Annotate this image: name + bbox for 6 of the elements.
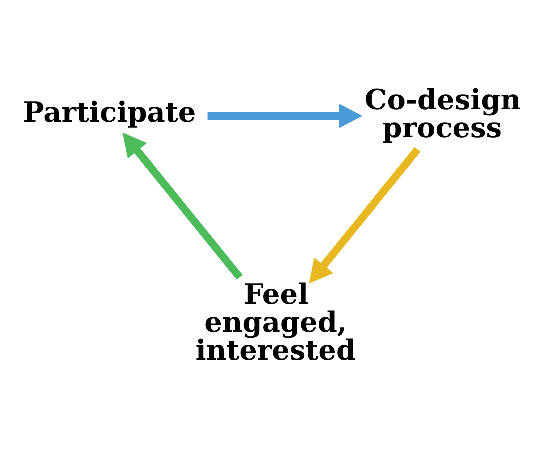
arrow <box>122 132 243 280</box>
arrow <box>309 146 421 284</box>
node-text: Participate <box>23 96 196 129</box>
node-text: Feel engaged, interested <box>196 277 356 366</box>
node-text: Co-design process <box>364 82 522 144</box>
arrow <box>208 103 363 128</box>
